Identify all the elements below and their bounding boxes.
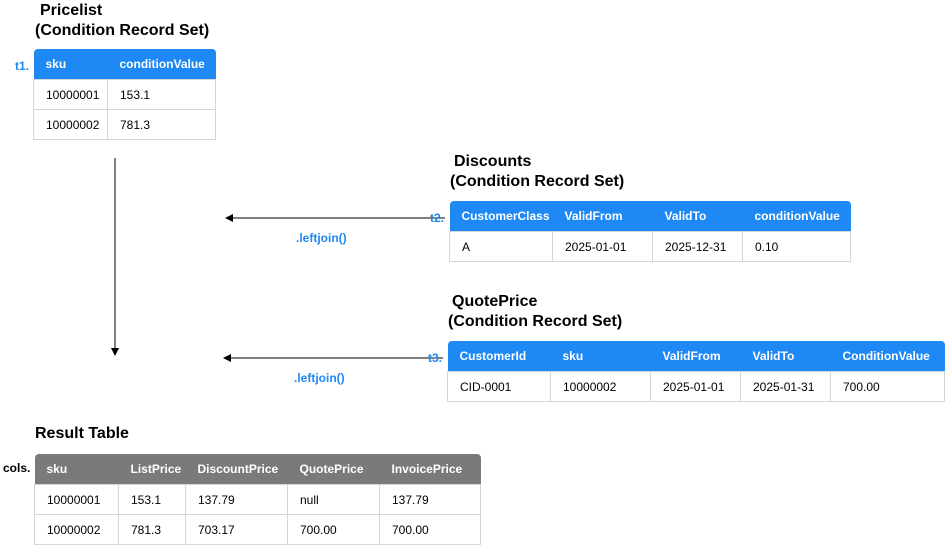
table-cell: A — [449, 231, 553, 262]
column-header: sku — [33, 49, 108, 80]
table-cell: 10000001 — [34, 484, 119, 515]
tag-t2: t2. — [430, 211, 445, 225]
column-header: QuotePrice — [287, 454, 380, 485]
quoteprice-title: QuotePrice (Condition Record Set) — [448, 292, 622, 332]
table-cell: 700.00 — [287, 514, 380, 545]
result-title: Result Table — [35, 425, 129, 442]
title-line1: Pricelist — [40, 2, 103, 19]
table-cell: 2025-12-31 — [652, 231, 743, 262]
column-header: InvoicePrice — [379, 454, 481, 485]
tag-cols: cols. — [3, 461, 31, 475]
tag-t1: t1. — [15, 59, 30, 73]
title-line1: Discounts — [454, 153, 532, 170]
table-cell: 10000002 — [34, 514, 119, 545]
column-header: conditionValue — [742, 201, 851, 232]
table-cell: 700.00 — [379, 514, 481, 545]
table-cell: 781.3 — [107, 109, 216, 140]
pricelist-title: Pricelist (Condition Record Set) — [35, 1, 209, 41]
discounts-title: Discounts (Condition Record Set) — [450, 152, 624, 192]
column-header: ValidFrom — [552, 201, 653, 232]
table-cell: 10000002 — [33, 109, 108, 140]
column-header: sku — [550, 341, 651, 372]
table-cell: 137.79 — [379, 484, 481, 515]
table-cell: 0.10 — [742, 231, 851, 262]
column-header: ValidTo — [652, 201, 743, 232]
table-cell: 703.17 — [185, 514, 288, 545]
table-cell: 2025-01-01 — [650, 371, 741, 402]
table-cell: null — [287, 484, 380, 515]
title-line2: (Condition Record Set) — [35, 22, 210, 39]
table-cell: CID-0001 — [447, 371, 551, 402]
column-header: CustomerClass — [449, 201, 553, 232]
column-header: sku — [34, 454, 119, 485]
leftjoin-label-quoteprice: .leftjoin() — [294, 371, 345, 385]
table-cell: 2025-01-01 — [552, 231, 653, 262]
title-line2: (Condition Record Set) — [450, 173, 625, 190]
column-header: CustomerId — [447, 341, 551, 372]
table-cell: 781.3 — [118, 514, 186, 545]
column-header: ValidTo — [740, 341, 831, 372]
column-header: ListPrice — [118, 454, 186, 485]
table-cell: 153.1 — [107, 79, 216, 110]
table-cell: 700.00 — [830, 371, 945, 402]
title-line1: QuotePrice — [452, 293, 538, 310]
column-header: ConditionValue — [830, 341, 945, 372]
tag-t3: t3. — [428, 351, 443, 365]
table-cell: 10000002 — [550, 371, 651, 402]
title-line2: (Condition Record Set) — [448, 313, 623, 330]
column-header: ValidFrom — [650, 341, 741, 372]
column-header: conditionValue — [107, 49, 216, 80]
table-cell: 10000001 — [33, 79, 108, 110]
table-cell: 137.79 — [185, 484, 288, 515]
leftjoin-label-discounts: .leftjoin() — [296, 231, 347, 245]
column-header: DiscountPrice — [185, 454, 288, 485]
table-cell: 153.1 — [118, 484, 186, 515]
table-cell: 2025-01-31 — [740, 371, 831, 402]
